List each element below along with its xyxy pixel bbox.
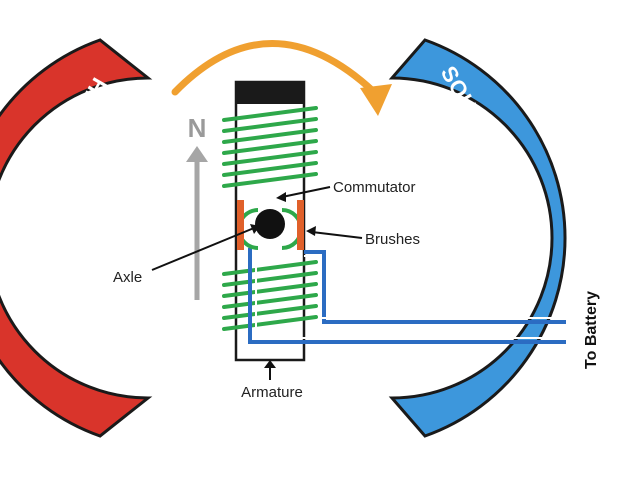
callout-armature: Armature (241, 360, 303, 401)
pole-label-n: N (188, 113, 207, 143)
coil-winding (222, 128, 318, 144)
armature (222, 80, 318, 362)
commutator (237, 208, 303, 250)
commutator-label: Commutator (333, 179, 416, 196)
battery-label: To Battery (583, 291, 600, 369)
coil-winding (222, 161, 318, 177)
brushes-label: Brushes (365, 231, 420, 248)
brush-right (297, 200, 304, 250)
coil-winding (222, 139, 318, 155)
coil-winding (222, 150, 318, 166)
callout-axle: Axle (113, 224, 260, 286)
brush-left (237, 200, 244, 250)
coil-winding (222, 315, 318, 331)
wire-right-inner (304, 255, 566, 319)
callout-brushes: Brushes (306, 226, 420, 248)
coil-winding (222, 293, 318, 309)
field-arrowhead (186, 146, 208, 162)
brushes (237, 200, 304, 250)
coil-windings-bottom (222, 260, 318, 331)
rotation-arrowhead (360, 84, 392, 116)
wire-outer (248, 248, 566, 344)
north-magnet: NORTH (0, 38, 153, 438)
coil-winding (222, 304, 318, 320)
coil-winding (222, 260, 318, 276)
armature-top-cap (236, 82, 304, 104)
coil-winding (222, 106, 318, 122)
armature-label: Armature (241, 384, 303, 401)
battery-wires (248, 248, 566, 344)
north-magnet-shape (0, 38, 153, 438)
wire-right-outer (304, 250, 566, 324)
rotation-arrow (171, 40, 392, 116)
coil-winding (222, 271, 318, 287)
coil-winding (222, 172, 318, 188)
rotation-arrow-arc (171, 40, 378, 96)
wire-inner (255, 248, 566, 339)
callout-commutator: Commutator (276, 179, 416, 202)
axle-label: Axle (113, 269, 142, 286)
coil-windings-top (222, 106, 318, 188)
coil-winding (222, 117, 318, 133)
field-direction-arrow: N (186, 113, 208, 300)
axle (255, 209, 285, 239)
coil-winding (222, 282, 318, 298)
